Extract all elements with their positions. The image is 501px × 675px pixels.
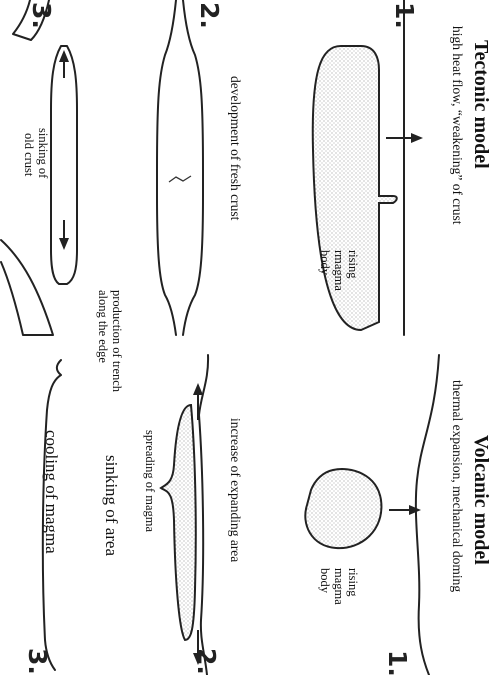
tectonic-step3-label-b: sinking of old crust — [22, 128, 50, 179]
tectonic-magma-body — [313, 46, 397, 330]
tectonic-sinking-arrow-right — [59, 220, 69, 250]
tectonic-step1-label-line-3: body — [318, 250, 332, 276]
volcanic-domed-surface — [416, 355, 439, 675]
volcanic-step1-label-line-3: body — [318, 568, 332, 594]
volcanic-step2-caption: increase of expanding area — [228, 418, 243, 562]
volcanic-expanded-surface — [199, 355, 208, 675]
tectonic-step2-caption: development of fresh crust — [228, 76, 243, 221]
tectonic-step1-label-line-1: rising — [346, 250, 360, 279]
tectonic-sinking-arrow-left — [59, 50, 69, 78]
volcanic-step1-label-line-1: rising — [346, 568, 360, 597]
volcanic-subtitle: thermal expansion, mechanical doming — [450, 380, 465, 592]
tectonic-old-crust-right — [1, 240, 53, 335]
tectonic-rift-crack — [169, 176, 191, 182]
volcanic-title: Volcanic model — [470, 435, 492, 565]
volcanic-step3-caption-a: sinking of area — [102, 455, 121, 556]
tectonic-step3-label-b-line-2: old crust — [22, 133, 36, 177]
tectonic-fresh-crust-lower — [157, 0, 176, 335]
tectonic-step3-label-b-line-1: sinking of — [36, 128, 50, 179]
volcanic-model: Volcanic model thermal expansion, mechan… — [23, 355, 492, 675]
tectonic-fresh-crust-upper — [183, 0, 203, 335]
volcanic-magma-body — [305, 469, 381, 548]
volcanic-step1-number: 1. — [383, 650, 412, 675]
volcanic-step1-label-line-2: magma — [332, 568, 346, 605]
tectonic-model: Tectonic model high heat flow, “weakenin… — [1, 0, 492, 393]
tectonic-step3-label-a-line-2: along the edge — [96, 290, 110, 363]
tectonic-step3-label-a: production of trench along the edge — [96, 290, 124, 393]
tectonic-step2-number: 2. — [195, 2, 224, 29]
volcanic-step1-label: rising magma body — [318, 568, 360, 605]
volcanic-spreading-sill — [161, 405, 196, 640]
volcanic-step2-label: spreading of magma — [143, 430, 157, 533]
tectonic-step3-label-a-line-1: production of trench — [110, 290, 124, 393]
tectonic-title: Tectonic model — [470, 40, 492, 169]
tectonic-step1-label-line-2: rmagma — [332, 250, 346, 291]
tectonic-subtitle: high heat flow, “weakening” of crust — [450, 26, 465, 225]
